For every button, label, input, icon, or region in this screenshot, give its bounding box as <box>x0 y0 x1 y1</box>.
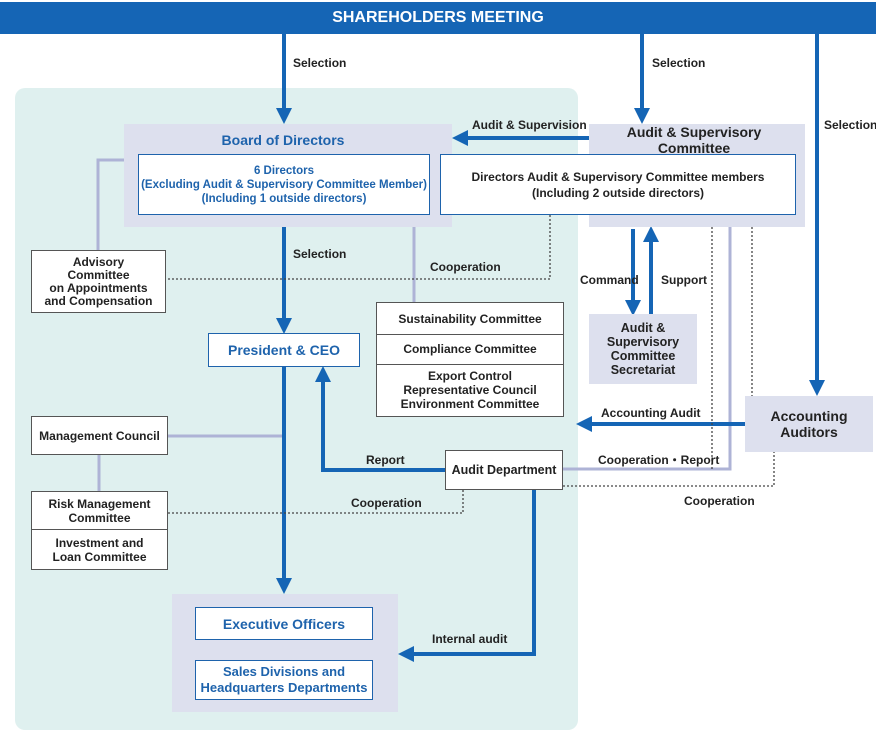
secretariat-line3: Committee <box>610 349 676 363</box>
committees-line1: Export Control <box>428 369 512 383</box>
arrow-report <box>315 366 445 472</box>
advisory-line2: Committee <box>67 267 130 282</box>
sustainability-committee: Sustainability Committee <box>377 303 563 335</box>
shareholders-meeting-title: SHAREHOLDERS MEETING <box>332 9 544 26</box>
label-support: Support <box>661 273 707 287</box>
shareholders-meeting-banner: SHAREHOLDERS MEETING <box>0 2 876 34</box>
export-environment-committees: Export Control Representative Council En… <box>377 364 563 416</box>
advisory-line3: on Appointments <box>49 280 148 295</box>
committees-line3: Environment Committee <box>400 397 540 411</box>
investment-loan-committee: Investment and Loan Committee <box>32 530 167 569</box>
accounting-auditors-label: Accounting Auditors <box>770 408 848 440</box>
risk-investment-stack: Risk Management Committee Investment and… <box>31 491 168 570</box>
board-line1: 6 Directors <box>253 164 315 177</box>
management-council-label: Management Council <box>39 428 160 443</box>
dotted-auditors-cooperation <box>563 452 775 487</box>
committees-stack: Sustainability Committee Compliance Comm… <box>376 302 564 417</box>
board-advisory-line <box>96 158 124 250</box>
label-internal-audit: Internal audit <box>432 632 508 646</box>
secretariat-box: Audit & Supervisory Committee Secretaria… <box>589 314 697 384</box>
audit-department-label: Audit Department <box>451 463 557 477</box>
dotted-advisory-cooperation <box>166 215 551 280</box>
advisory-committee-box: Advisory Committee on Appointments and C… <box>31 250 166 313</box>
advisory-line1: Advisory <box>72 254 125 269</box>
risk-line1: Risk Management <box>48 496 151 511</box>
compliance-committee: Compliance Committee <box>377 334 563 365</box>
sales-divisions-box: Sales Divisions and Headquarters Departm… <box>195 660 373 700</box>
audit-committee-title: Audit & Supervisory Committee <box>626 124 762 156</box>
secretariat-line2: Supervisory <box>606 335 680 349</box>
secretariat-line4: Secretariat <box>610 363 676 377</box>
label-selection-president: Selection <box>293 247 347 261</box>
audit-committee-members-box: Directors Audit & Supervisory Committee … <box>440 154 796 215</box>
board-directors-box: 6 Directors (Excluding Audit & Superviso… <box>138 154 430 215</box>
arrow-internal-audit <box>398 490 536 662</box>
label-cooperation-auditors: Cooperation <box>684 494 755 508</box>
executive-officers-label: Executive Officers <box>222 615 346 632</box>
label-selection-auditors: Selection <box>824 118 876 132</box>
label-cooperation-report: Cooperation・Report <box>598 453 720 467</box>
board-line3: (Including 1 outside directors) <box>201 192 367 205</box>
executive-officers-box: Executive Officers <box>195 607 373 640</box>
audit-members-line1: Directors Audit & Supervisory Committee … <box>471 169 765 184</box>
label-cooperation-risk: Cooperation <box>351 496 422 510</box>
management-council-box: Management Council <box>31 416 168 455</box>
label-audit-supervision: Audit & Supervision <box>472 118 587 132</box>
risk-line3: Investment and <box>55 535 144 550</box>
committees-line2: Representative Council <box>403 383 537 397</box>
label-accounting-audit: Accounting Audit <box>601 406 701 420</box>
risk-management-committee: Risk Management Committee <box>32 492 167 530</box>
accounting-auditors-box: Accounting Auditors <box>745 396 873 452</box>
president-ceo-box: President & CEO <box>208 333 360 367</box>
executive-line1: Sales Divisions and <box>222 664 346 679</box>
risk-line4: Loan Committee <box>52 549 147 564</box>
audit-members-line2: (Including 2 outside directors) <box>531 185 704 200</box>
audit-dept-committee-line <box>563 227 732 471</box>
audit-department-box: Audit Department <box>445 450 563 490</box>
executive-line2: Headquarters Departments <box>200 680 368 695</box>
label-selection-audit: Selection <box>652 56 706 70</box>
president-label: President & CEO <box>227 342 341 358</box>
label-cooperation-advisory: Cooperation <box>430 260 501 274</box>
secretariat-line1: Audit & <box>620 321 666 335</box>
label-report: Report <box>366 453 405 467</box>
risk-line2: Committee <box>68 510 131 525</box>
advisory-line4: and Compensation <box>44 293 153 308</box>
label-selection-board: Selection <box>293 56 347 70</box>
label-command: Command <box>580 273 639 287</box>
board-line2: (Excluding Audit & Supervisory Committee… <box>141 178 427 191</box>
board-title: Board of Directors <box>221 132 345 148</box>
